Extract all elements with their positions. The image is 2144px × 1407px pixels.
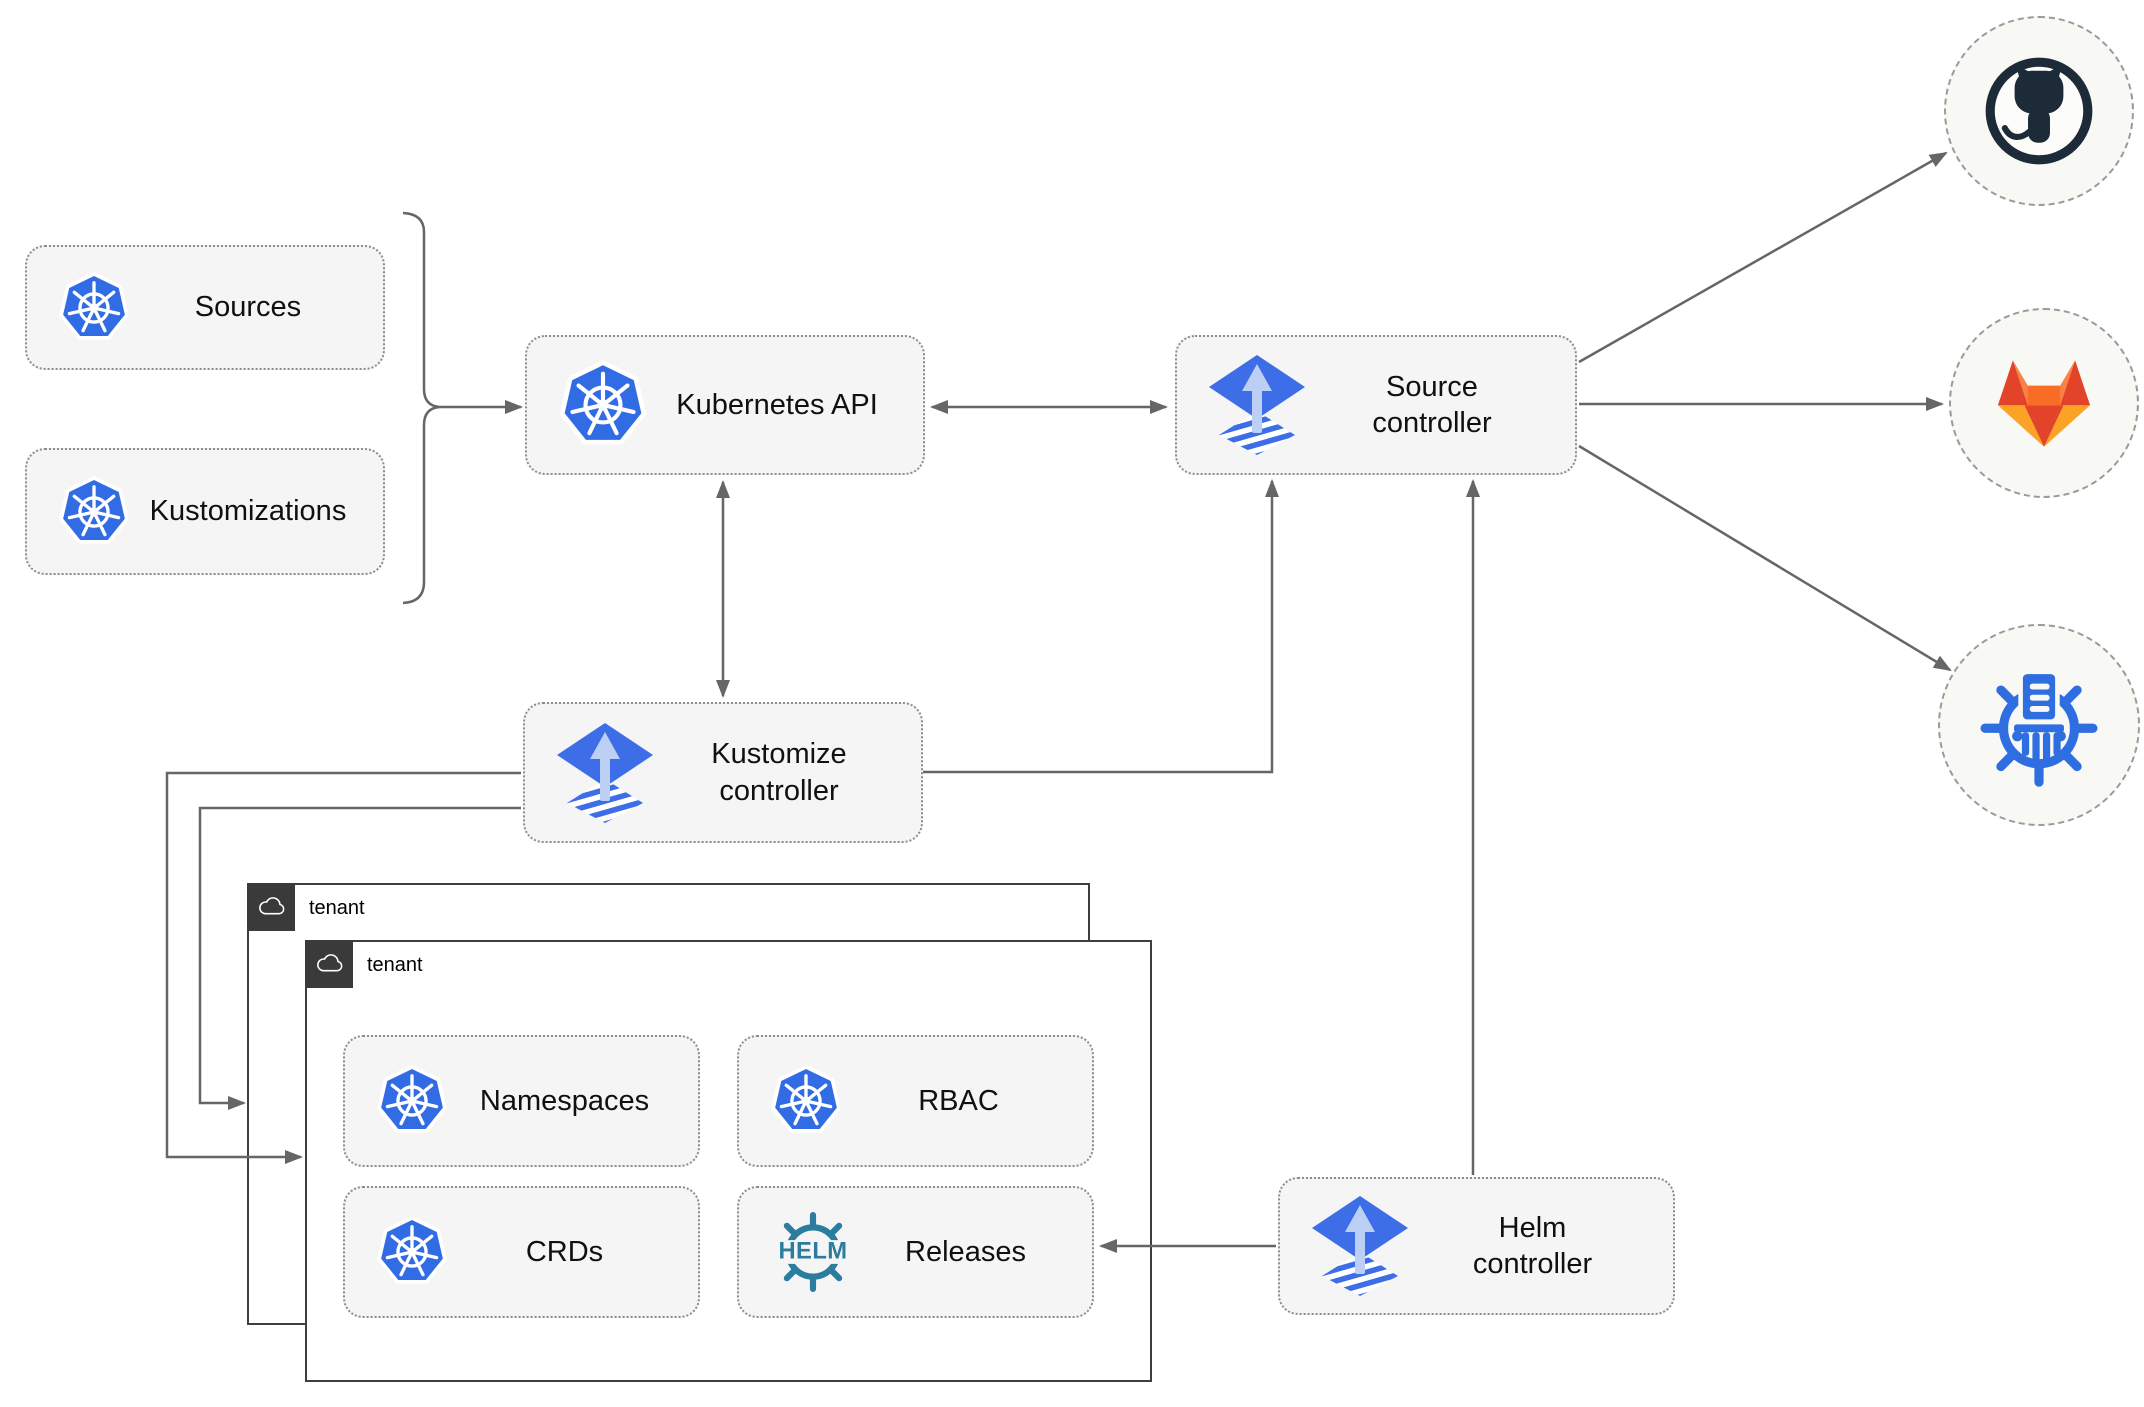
github-icon xyxy=(1978,50,2100,172)
node-label: CRDs xyxy=(525,1235,604,1268)
tenant-badge xyxy=(305,940,353,988)
endpoint-container-registry xyxy=(1938,624,2140,826)
node-sources: Sources xyxy=(25,245,385,370)
kubernetes-icon xyxy=(57,271,131,345)
node-label: Kubernetes API xyxy=(676,388,878,421)
tenant-badge xyxy=(247,883,295,931)
endpoint-github xyxy=(1944,16,2134,206)
node-label: Helm controller xyxy=(1472,1211,1593,1280)
node-rbac: RBAC xyxy=(737,1035,1094,1167)
node-namespaces: Namespaces xyxy=(343,1035,700,1167)
node-kustomize-controller: Kustomize controller xyxy=(523,702,923,843)
node-kubernetes-api: Kubernetes API xyxy=(525,335,925,475)
node-label: Sources xyxy=(194,291,302,324)
cloud-icon xyxy=(313,948,346,981)
kubernetes-icon xyxy=(57,475,131,549)
node-label: Releases xyxy=(905,1235,1026,1268)
cloud-icon xyxy=(255,891,288,924)
bracket-sources-group xyxy=(402,211,441,605)
kubernetes-icon xyxy=(375,1215,449,1289)
node-source-controller: Source controller xyxy=(1175,335,1577,475)
node-helm-controller: Helm controller xyxy=(1278,1177,1675,1315)
node-label: Kustomizations xyxy=(149,495,347,528)
kubernetes-icon xyxy=(557,359,649,451)
node-label: Namespaces xyxy=(479,1084,650,1117)
helm-wheel-icon: HELM xyxy=(769,1208,857,1296)
gitlab-icon xyxy=(1986,350,2102,456)
node-crds: CRDs xyxy=(343,1186,700,1318)
registry-icon xyxy=(1973,656,2105,794)
node-label: Source controller xyxy=(1372,370,1492,439)
tenant-label: tenant xyxy=(367,954,423,976)
tenant-label: tenant xyxy=(309,897,365,919)
node-label: Kustomize controller xyxy=(711,738,847,807)
node-kustomizations: Kustomizations xyxy=(25,448,385,575)
kubernetes-icon xyxy=(769,1064,843,1138)
svg-text:HELM: HELM xyxy=(778,1238,847,1265)
endpoint-gitlab xyxy=(1949,308,2139,498)
kubernetes-icon xyxy=(375,1064,449,1138)
node-label: RBAC xyxy=(918,1084,999,1117)
flux-icon xyxy=(1310,1194,1410,1298)
flux-icon xyxy=(1207,353,1307,457)
node-releases: HELM Releases xyxy=(737,1186,1094,1318)
flux-icon xyxy=(555,721,655,825)
